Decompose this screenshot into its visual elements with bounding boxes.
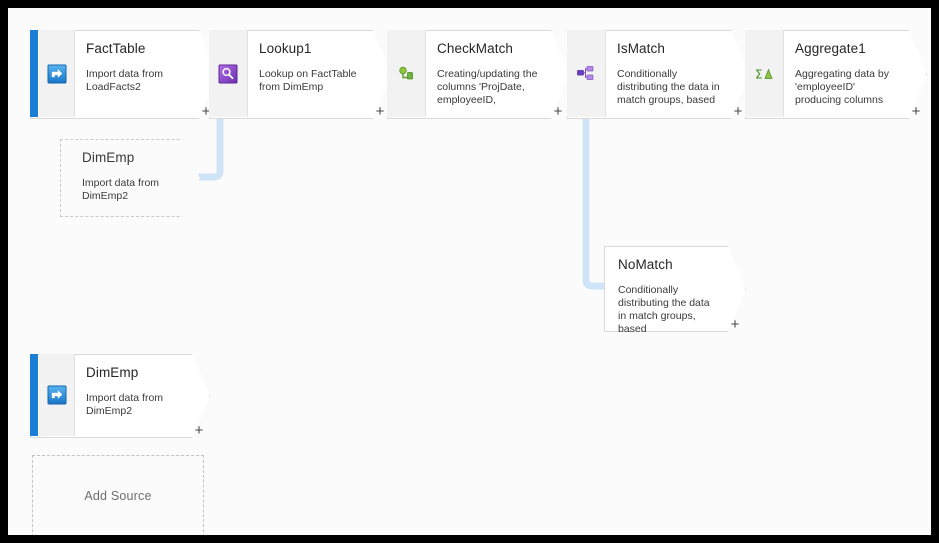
derived-column-icon [396,64,416,84]
node-description: Aggregating data by 'employeeID' produci… [795,68,889,106]
node-icon-column [567,30,606,117]
node-shape [604,246,746,332]
node-description: Conditionally distributing the data in m… [618,284,710,335]
node-title: DimEmp [86,365,139,380]
node-title: DimEmp [82,150,135,165]
node-title: IsMatch [617,41,665,56]
pipeline-canvas-frame: FactTable Import data from LoadFacts2 + … [8,8,931,535]
node-body: Aggregate1 Aggregating data by 'employee… [783,30,905,117]
add-next-step-button[interactable]: + [730,316,740,333]
source-import-icon [47,385,67,405]
add-next-step-button[interactable]: + [201,103,211,120]
node-title: FactTable [86,41,146,56]
add-next-step-button[interactable]: + [733,103,743,120]
node-nomatch[interactable]: NoMatch Conditionally distributing the d… [604,246,746,335]
add-next-step-button[interactable]: + [194,422,204,439]
node-body: DimEmp Import data from DimEmp2 [74,354,188,436]
node-description: Creating/updating the columns 'ProjDate,… [437,68,538,106]
node-aggregate1[interactable]: Σ Aggregate1 Aggregating data by 'employ… [745,30,925,120]
node-body: Lookup1 Lookup on FactTable from DimEmp [247,30,369,117]
node-shape [60,139,200,217]
add-next-step-button[interactable]: + [911,103,921,120]
node-description: Conditionally distributing the data in m… [617,68,720,106]
aggregate-sigma-icon: Σ [754,64,774,84]
node-body: DimEmp Import data from DimEmp2 [60,139,178,215]
node-title: NoMatch [618,257,673,272]
source-import-icon [47,64,67,84]
node-description: Lookup on FactTable from DimEmp [259,68,357,93]
add-source-label: Add Source [84,489,152,503]
conditional-split-icon [576,64,596,84]
node-lookup1[interactable]: Lookup1 Lookup on FactTable from DimEmp … [209,30,389,120]
node-icon-column [745,30,784,117]
node-title: Aggregate1 [795,41,866,56]
add-source-button[interactable]: Add Source [32,455,204,535]
node-description: Import data from DimEmp2 [82,177,160,202]
node-facttable[interactable]: FactTable Import data from LoadFacts2 + [30,30,215,120]
node-body: CheckMatch Creating/updating the columns… [425,30,547,117]
node-checkmatch[interactable]: CheckMatch Creating/updating the columns… [387,30,567,120]
node-dimemp-source[interactable]: DimEmp Import data from DimEmp2 + [30,354,208,439]
node-ismatch[interactable]: IsMatch Conditionally distributing the d… [567,30,747,120]
add-next-step-button[interactable]: + [553,103,563,120]
node-title: Lookup1 [259,41,312,56]
node-body: IsMatch Conditionally distributing the d… [605,30,727,117]
node-dimemp-ghost[interactable]: DimEmp Import data from DimEmp2 [60,139,198,215]
add-next-step-button[interactable]: + [375,103,385,120]
node-description: Import data from LoadFacts2 [86,68,164,93]
node-body: FactTable Import data from LoadFacts2 [74,30,195,117]
lookup-magnifier-icon [218,64,238,84]
source-accent-bar [30,354,38,436]
svg-text:Σ: Σ [755,67,763,81]
pipeline-canvas[interactable]: FactTable Import data from LoadFacts2 + … [8,8,931,535]
node-description: Import data from DimEmp2 [86,392,164,417]
node-body: NoMatch Conditionally distributing the d… [604,246,724,335]
source-accent-bar [30,30,38,117]
node-title: CheckMatch [437,41,514,56]
node-icon-column [387,30,426,117]
